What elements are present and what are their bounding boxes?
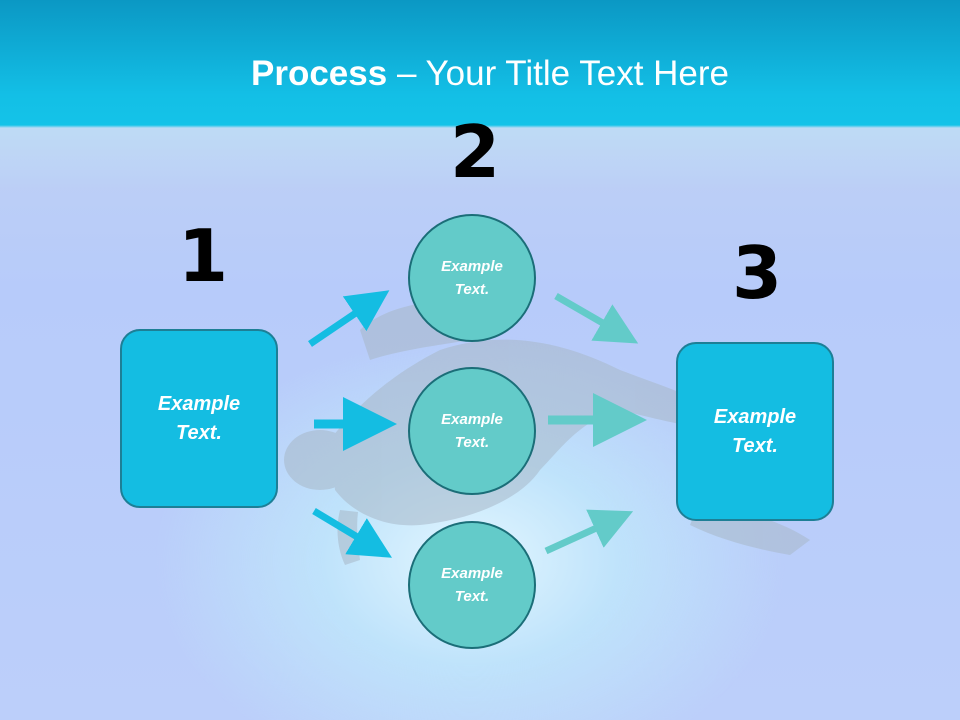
step-1-label: Example Text. <box>157 392 241 444</box>
step-2-bottom-label: Example Text. <box>441 565 503 605</box>
step-1-box: Example Text. <box>120 329 278 508</box>
arrow-2-bottom-to-3 <box>544 509 634 555</box>
arrow-1-to-2-bottom <box>312 507 393 558</box>
step-2-circle-bottom: Example Text. <box>408 521 536 649</box>
title-bar <box>0 0 960 190</box>
step-2-top-label: Example Text. <box>441 258 503 298</box>
arrow-1-to-2-top <box>308 290 390 347</box>
step-3-box: Example Text. <box>676 342 834 521</box>
step-3-label: Example Text. <box>713 405 797 457</box>
step-2-circle-middle: Example Text. <box>408 367 536 495</box>
step-3-number: 3 <box>732 231 783 315</box>
arrow-2-top-to-3 <box>554 292 639 344</box>
slide-title: Process – Your Title Text Here <box>0 52 960 96</box>
title-rest: – Your Title Text Here <box>387 54 729 93</box>
step-2-middle-label: Example Text. <box>441 411 503 451</box>
step-2-number: 2 <box>450 110 501 194</box>
step-1-number: 1 <box>178 214 229 298</box>
step-2-circle-top: Example Text. <box>408 214 536 342</box>
title-bold: Process <box>251 54 388 93</box>
